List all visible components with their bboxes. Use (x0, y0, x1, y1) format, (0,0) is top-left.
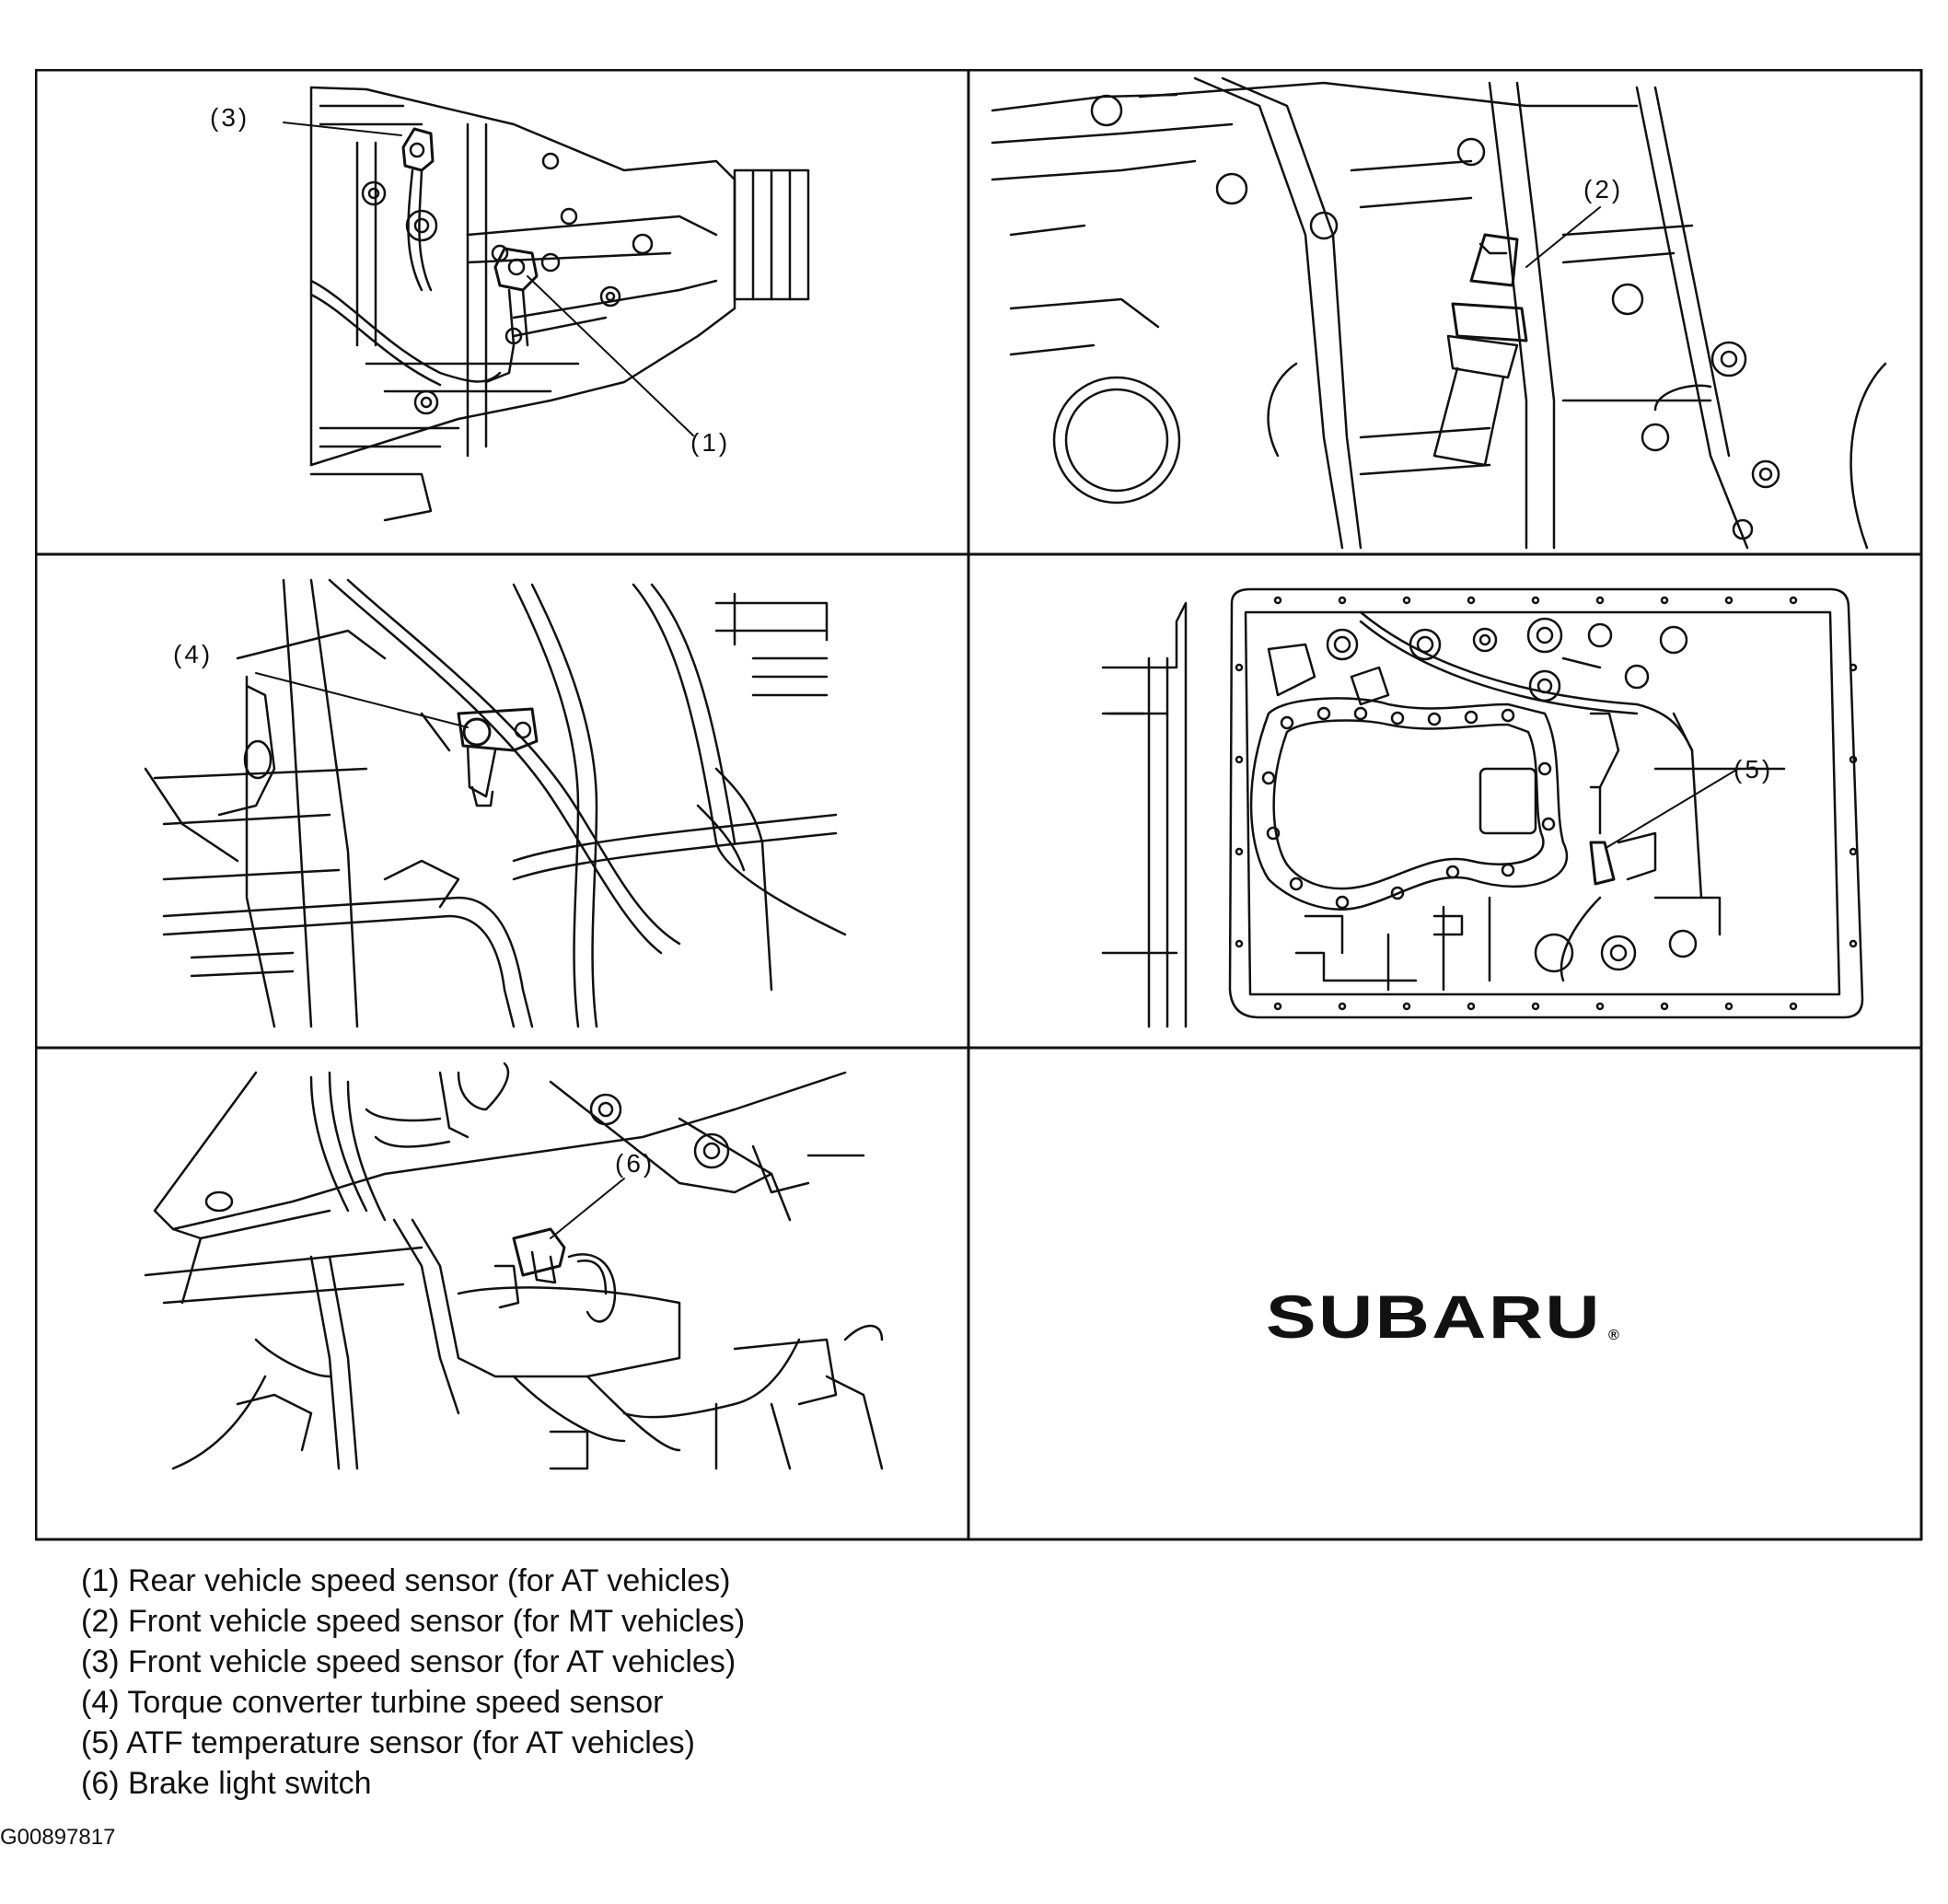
diagram-grid: (3) (1) (35, 69, 1924, 1542)
callout-1-label: (1) (690, 428, 730, 457)
panel-turbine-speed-sensor (144, 578, 847, 1028)
pan-bolt-holes (1235, 596, 1858, 1011)
callout-4-label: (4) (173, 640, 213, 668)
panel-atf-temperature-sensor (1101, 587, 1864, 1028)
subaru-logo: SUBARU ® (1266, 1284, 1619, 1351)
legend-item-6: (6) Brake light switch (81, 1766, 372, 1801)
registered-mark: ® (1608, 1328, 1619, 1343)
legend-item-3: (3) Front vehicle speed sensor (for AT v… (81, 1644, 736, 1679)
legend-list: (1) Rear vehicle speed sensor (for AT ve… (81, 1561, 745, 1804)
subaru-logo-text: SUBARU (1266, 1284, 1602, 1351)
legend-item-5: (5) ATF temperature sensor (for AT vehic… (81, 1725, 696, 1760)
panel-brake-light-switch (144, 1062, 884, 1470)
figure-id: G00897817 (0, 1825, 116, 1850)
grid-frame (35, 69, 1923, 1541)
callout-5-label: (5) (1733, 755, 1773, 784)
legend-item-1: (1) Rear vehicle speed sensor (for AT ve… (81, 1563, 731, 1598)
gasket-holes (1261, 706, 1556, 910)
diagram-svg: (3) (1) (35, 69, 1923, 1541)
panel-front-mt-speed-sensor (991, 76, 1887, 550)
callout-3-label: (3) (210, 103, 249, 132)
legend-item-4: (4) Torque converter turbine speed senso… (81, 1685, 664, 1720)
panel-rear-speed-sensor (283, 86, 810, 522)
callout-2-label: (2) (1583, 175, 1623, 203)
callout-6-label: (6) (615, 1149, 655, 1178)
legend-item-2: (2) Front vehicle speed sensor (for MT v… (81, 1604, 746, 1639)
